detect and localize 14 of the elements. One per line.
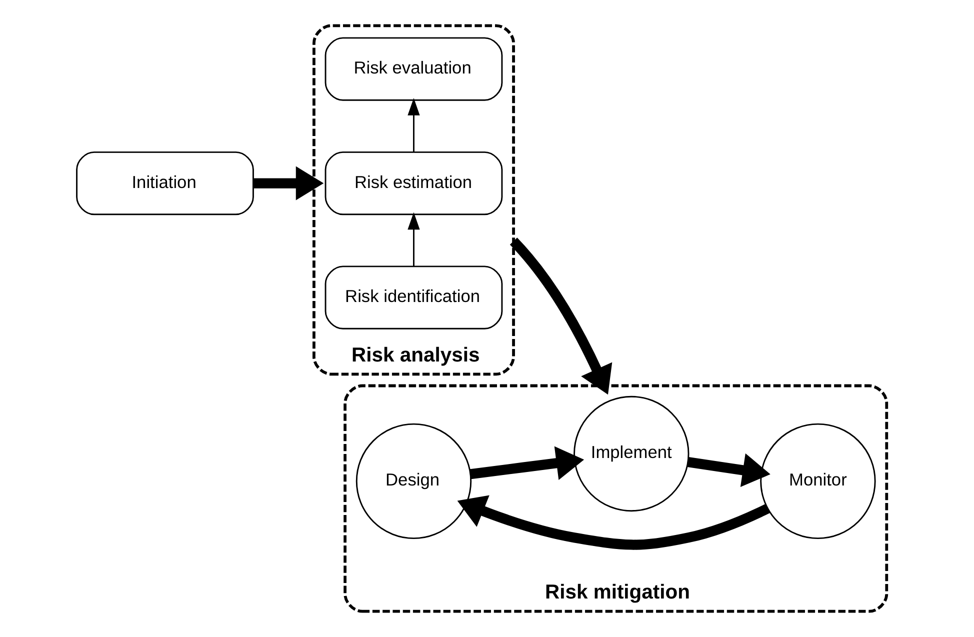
node-box: Risk evaluation	[324, 37, 502, 101]
node-box: Initiation	[76, 151, 254, 216]
node-box: Risk identification	[324, 266, 502, 330]
arrow	[407, 98, 420, 152]
arrow	[456, 495, 770, 550]
node-box: Risk estimation	[324, 151, 502, 216]
node-circle: Design	[355, 423, 472, 540]
arrow	[686, 453, 770, 488]
node-circle: Monitor	[760, 423, 876, 540]
arrow	[407, 212, 420, 266]
arrow	[509, 238, 612, 395]
arrow	[253, 166, 324, 200]
arrow	[469, 446, 584, 480]
node-circle: Implement	[573, 396, 689, 512]
